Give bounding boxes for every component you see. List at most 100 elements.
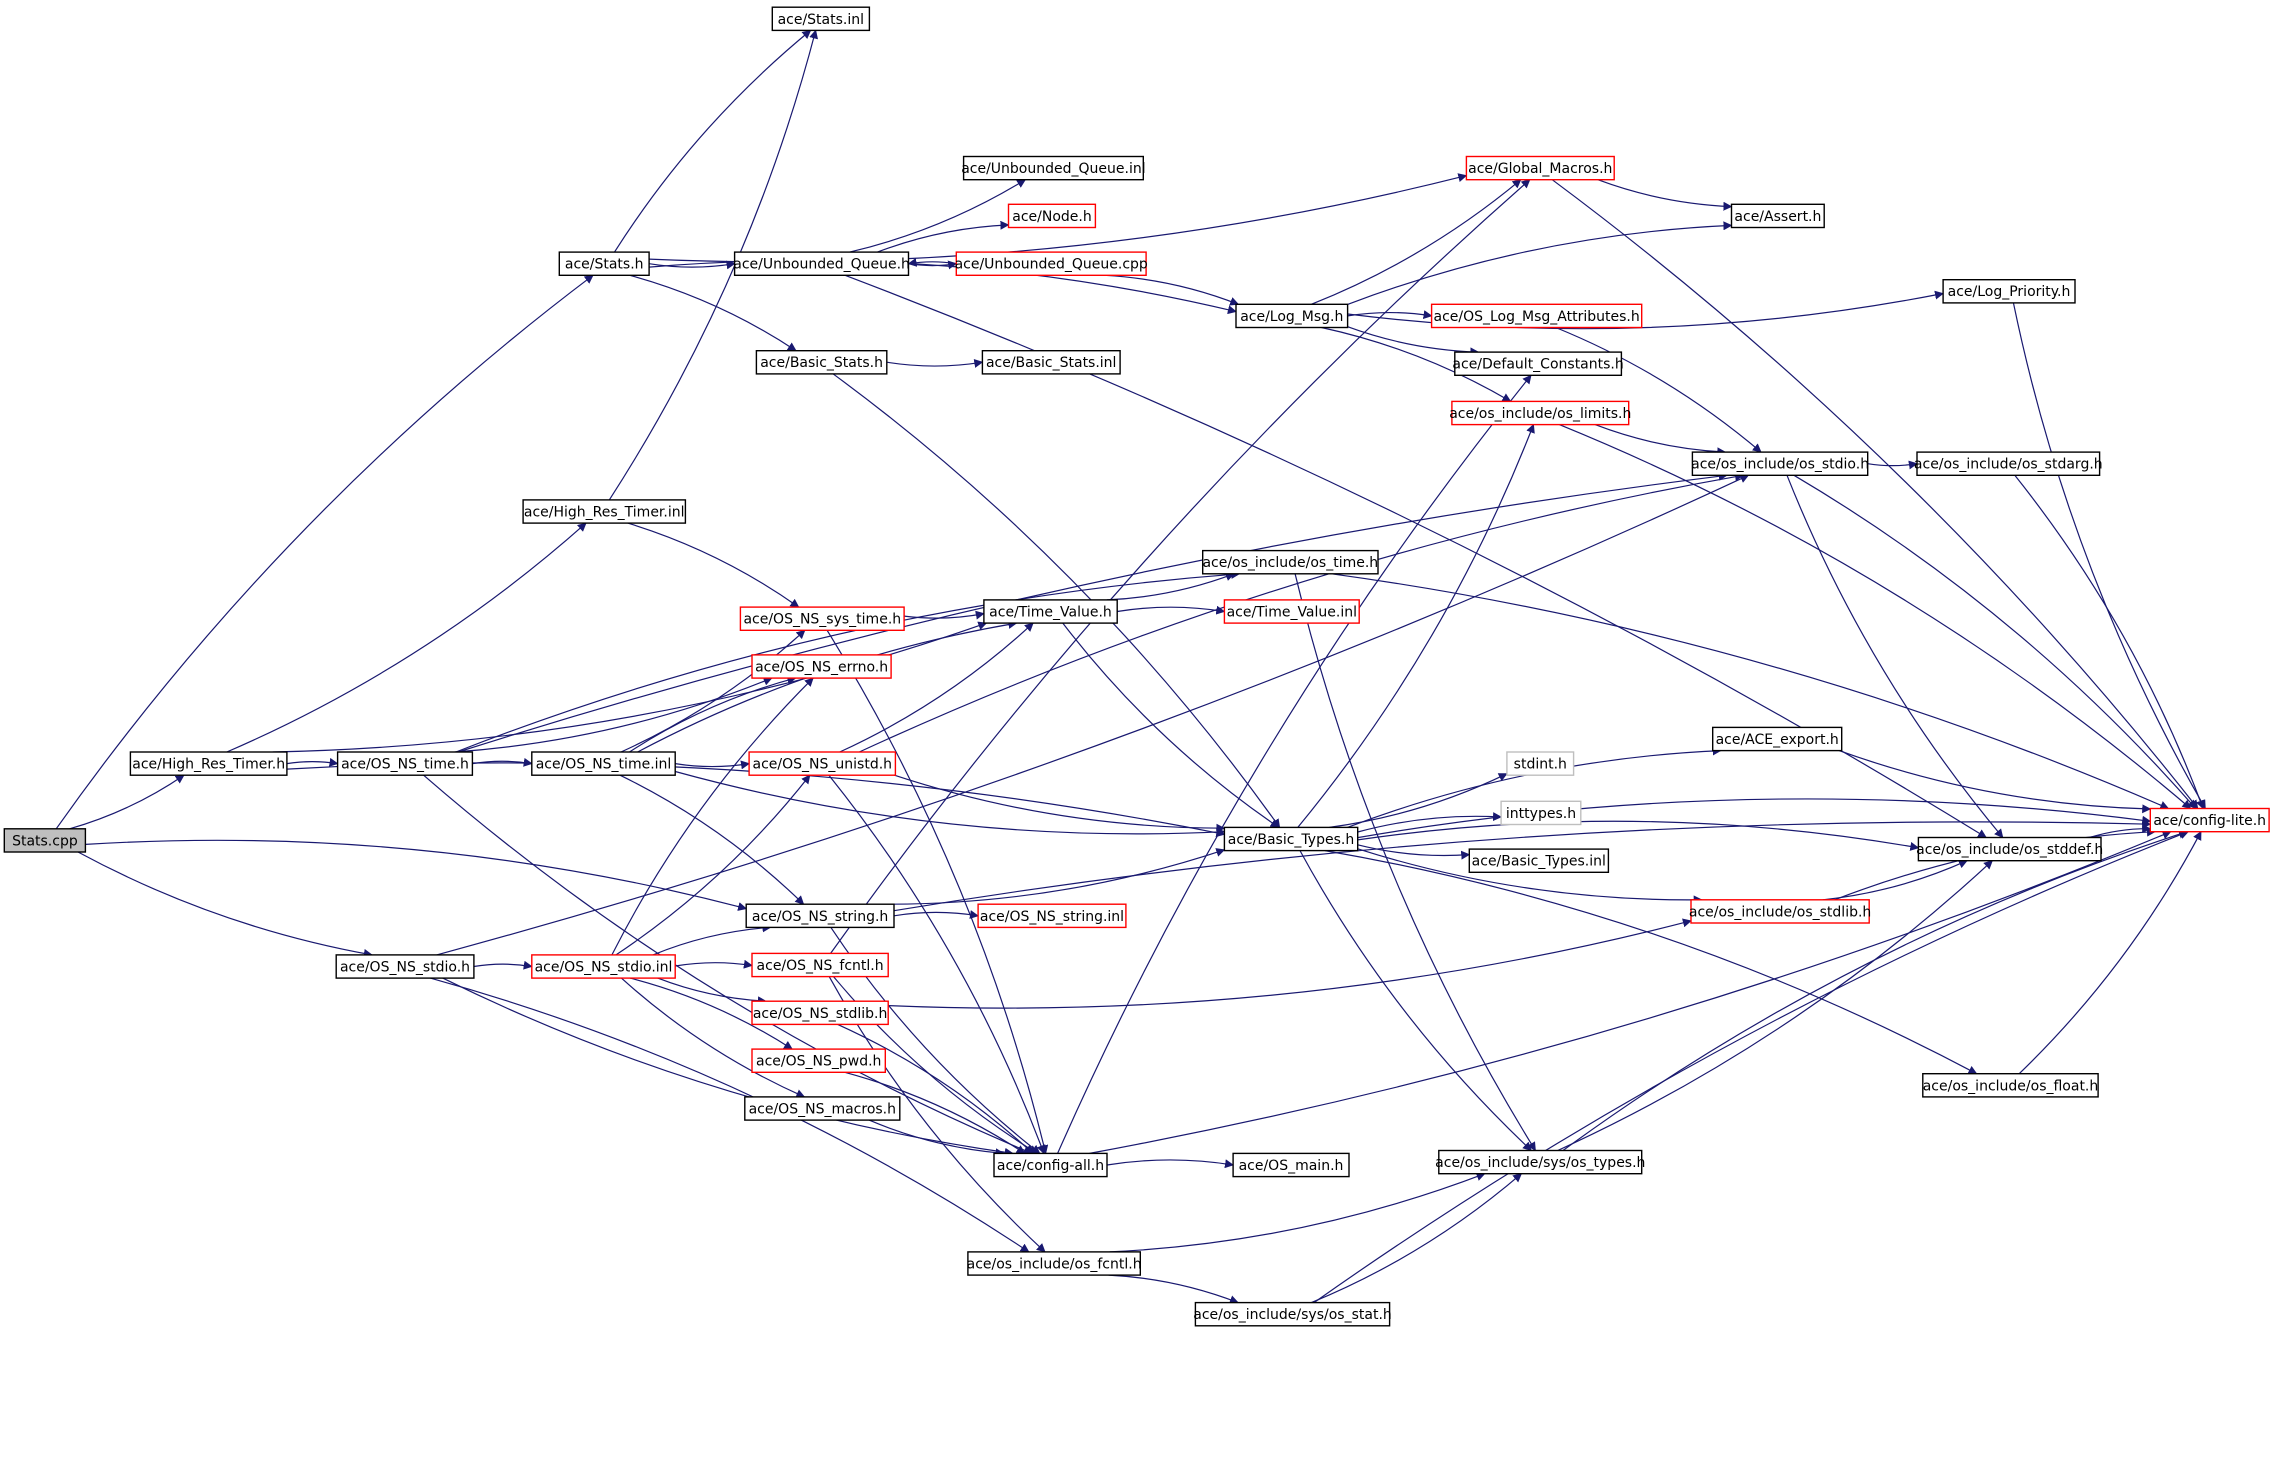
node-os-ns-time-h[interactable]: ace/OS_NS_time.h [336, 751, 474, 776]
node-os-stdlib-h[interactable]: ace/os_include/os_stdlib.h [1689, 899, 1871, 924]
node-config-lite-h[interactable]: ace/config-lite.h [2149, 807, 2270, 833]
node-basic-stats-h[interactable]: ace/Basic_Stats.h [755, 350, 888, 375]
node-time-value-h[interactable]: ace/Time_Value.h [983, 599, 1118, 624]
node-high-res-timer-inl[interactable]: ace/High_Res_Timer.inl [522, 499, 687, 524]
node-label: ace/OS_NS_time.h [341, 757, 469, 773]
node-assert-h[interactable]: ace/Assert.h [1730, 203, 1825, 229]
node-box [1711, 726, 1843, 752]
node-config-all-h[interactable]: ace/config-all.h [993, 1152, 1108, 1178]
node-os-ns-stdio-h[interactable]: ace/OS_NS_stdio.h [335, 954, 475, 979]
node-global-macros-h[interactable]: ace/Global_Macros.h [1465, 155, 1615, 181]
node-os-ns-time-inl[interactable]: ace/OS_NS_time.inl [531, 751, 676, 776]
edge-high_res_timer_h-to-os_ns_time_h [286, 757, 339, 767]
node-os-float-h[interactable]: ace/os_include/os_float.h [1922, 1072, 2099, 1098]
edge-path [2014, 474, 2205, 810]
node-time-value-inl[interactable]: ace/Time_Value.inl [1223, 599, 1360, 624]
node-os-time-h[interactable]: ace/os_include/os_time.h [1201, 549, 1379, 575]
node-box [983, 599, 1118, 624]
edge-stats_cpp-to-high_res_timer_h [69, 774, 185, 830]
edge-path [1299, 850, 1532, 1152]
node-os-limits-h[interactable]: ace/os_include/os_limits.h [1449, 400, 1631, 426]
node-box [733, 251, 910, 277]
edge-os_ns_unistd_h-to-time_value_h [839, 622, 1034, 753]
edge-path [828, 774, 1046, 1155]
node-box [993, 1152, 1108, 1178]
node-os-ns-fcntl-h[interactable]: ace/OS_NS_fcntl.h [751, 952, 889, 978]
node-unbounded-queue-inl[interactable]: ace/Unbounded_Queue.inl [961, 155, 1146, 181]
node-log-msg-h[interactable]: ace/Log_Msg.h [1235, 303, 1349, 329]
node-os-stat-h[interactable]: ace/os_include/sys/os_stat.h [1193, 1301, 1392, 1327]
edge-path [1357, 798, 2152, 839]
edge-os_ns_stdio_h-to-config_all_h [442, 977, 1014, 1157]
node-os-ns-string-h[interactable]: ace/OS_NS_string.h [745, 903, 895, 929]
node-box [1194, 1301, 1391, 1327]
node-box [1454, 351, 1623, 377]
edge-os_stdarg_h-to-config_lite_h [2014, 474, 2205, 810]
node-box [1465, 155, 1615, 181]
node-unbounded-queue-cpp[interactable]: ace/Unbounded_Queue.cpp [955, 251, 1148, 277]
node-box [751, 1048, 887, 1073]
node-label: ace/Unbounded_Queue.cpp [955, 257, 1148, 273]
edge-path [608, 29, 819, 501]
node-os-ns-pwd-h[interactable]: ace/OS_NS_pwd.h [751, 1048, 887, 1073]
node-basic-types-h[interactable]: ace/Basic_Types.h [1223, 826, 1359, 852]
edge-stats_h-to-unbounded_queue_h [649, 260, 736, 270]
node-box [751, 952, 889, 978]
node-box [531, 751, 676, 776]
edge-os_types_h-to-os_stddef_h [1557, 860, 1993, 1152]
node-os-stdarg-h[interactable]: ace/os_include/os_stdarg.h [1914, 451, 2103, 477]
node-stats-h[interactable]: ace/Stats.h [558, 251, 650, 277]
node-ace-export-h[interactable]: ace/ACE_export.h [1711, 726, 1843, 752]
edge-basic_types_h-to-config_lite_h [1357, 798, 2152, 839]
node-os-types-h[interactable]: ace/os_include/sys/os_types.h [1435, 1149, 1645, 1175]
node-os-ns-stdlib-h[interactable]: ace/OS_NS_stdlib.h [751, 1000, 889, 1026]
node-os-ns-unistd-h[interactable]: ace/OS_NS_unistd.h [748, 751, 897, 776]
edge-path [1357, 820, 1920, 851]
node-high-res-timer-h[interactable]: ace/High_Res_Timer.h [129, 751, 288, 776]
edge-path [430, 977, 1030, 1253]
node-inttypes-h[interactable]: inttypes.h [1500, 800, 1582, 826]
node-os-stdio-h[interactable]: ace/os_include/os_stdio.h [1691, 451, 1869, 477]
node-label: ace/Basic_Types.h [1228, 832, 1354, 848]
edge-time_value_h-to-os_time_h [1106, 572, 1235, 601]
node-box [1451, 400, 1630, 426]
node-basic-stats-inl[interactable]: ace/Basic_Stats.inl [981, 350, 1121, 375]
node-box [981, 350, 1121, 375]
node-stats-cpp[interactable]: Stats.cpp [3, 828, 87, 853]
edge-os_ns_stdlib_h-to-config_all_h [837, 1023, 1034, 1155]
edge-basic_types_h-to-os_float_h [1324, 850, 1978, 1075]
node-default-constants-h[interactable]: ace/Default_Constants.h [1452, 351, 1624, 377]
node-label: ace/Time_Value.inl [1227, 605, 1357, 621]
node-label: ace/os_include/sys/os_stat.h [1193, 1307, 1392, 1323]
edge-os_ns_time_h-to-os_stdio_h [457, 471, 1728, 753]
node-stdint-h[interactable]: stdint.h [1506, 751, 1575, 776]
node-unbounded-queue-h[interactable]: ace/Unbounded_Queue.h [733, 251, 910, 277]
node-node-h[interactable]: ace/Node.h [1007, 203, 1097, 229]
edge-high_res_timer_h-to-high_res_timer_inl [226, 522, 587, 753]
node-box [751, 654, 892, 679]
node-basic-types-inl[interactable]: ace/Basic_Types.inl [1468, 848, 1610, 873]
edge-path [675, 760, 750, 770]
edge-log_msg_h-to-global_macros_h [1311, 179, 1522, 305]
node-os-fcntl-h[interactable]: ace/os_include/os_fcntl.h [967, 1251, 1142, 1276]
node-box [335, 954, 475, 979]
edge-path [2018, 830, 2202, 1075]
node-os-ns-errno-h[interactable]: ace/OS_NS_errno.h [751, 654, 892, 679]
edge-os_types_h-to-config_lite_h [1562, 829, 2188, 1151]
node-os-stddef-h[interactable]: ace/os_include/os_stddef.h [1916, 836, 2103, 862]
node-label: ace/Time_Value.h [989, 605, 1112, 621]
node-stats-inl[interactable]: ace/Stats.inl [771, 6, 871, 32]
node-os-main-h[interactable]: ace/OS_main.h [1232, 1152, 1350, 1178]
node-box [1691, 451, 1869, 477]
edge-high_res_timer_inl-to-stats_inl [608, 29, 819, 501]
node-os-ns-sys-time-h[interactable]: ace/OS_NS_sys_time.h [739, 606, 905, 631]
node-os-ns-macros-h[interactable]: ace/OS_NS_macros.h [744, 1096, 901, 1121]
node-os-ns-stdio-inl[interactable]: ace/OS_NS_stdio.inl [531, 954, 676, 979]
node-box [531, 954, 676, 979]
edge-path [637, 620, 1018, 753]
node-os-ns-string-inl[interactable]: ace/OS_NS_string.inl [977, 903, 1127, 929]
node-log-priority-h[interactable]: ace/Log_Priority.h [1942, 279, 2076, 304]
edge-os_ns_stdio_h-to-os_fcntl_h [430, 977, 1030, 1253]
node-os-log-msg-attr-h[interactable]: ace/OS_Log_Msg_Attributes.h [1430, 303, 1643, 329]
edge-path [1109, 1172, 1486, 1253]
